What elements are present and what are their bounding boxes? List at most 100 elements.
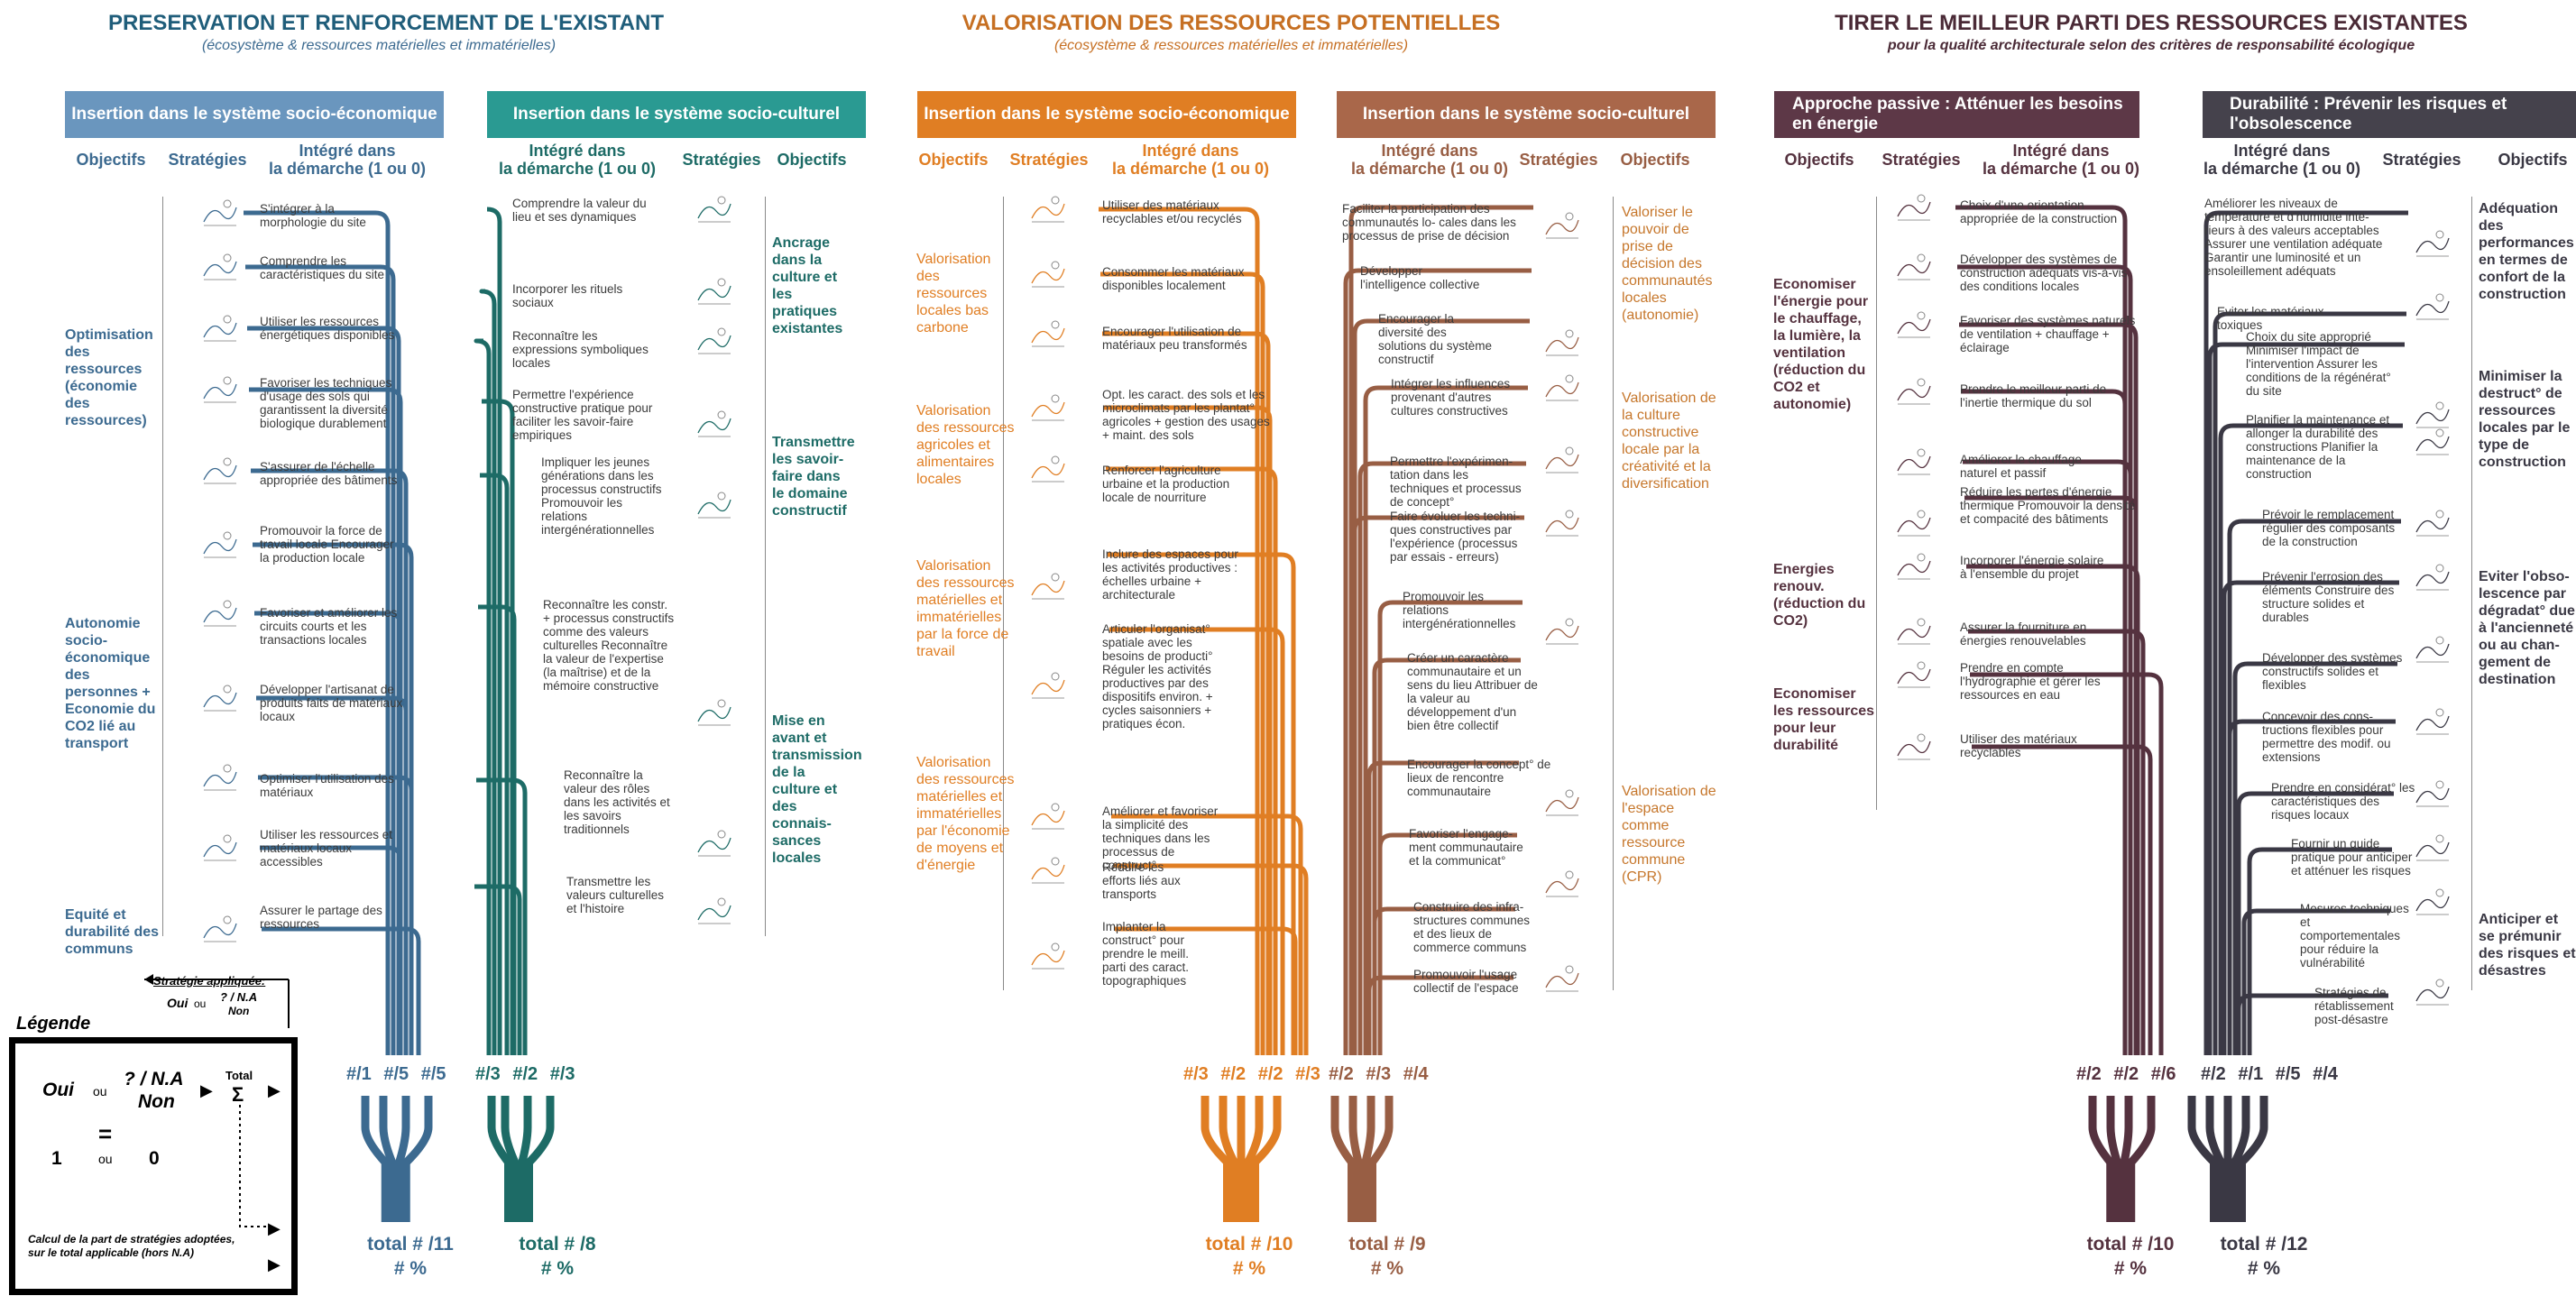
strategy-pictogram-icon (1545, 789, 1579, 816)
legend-ou: ou (93, 1084, 107, 1098)
panel-banner-socio-economique-1: Insertion dans le système socio-économiq… (65, 91, 444, 138)
strategy-item: Prendre le meilleur parti de l'inertie t… (1960, 382, 2107, 409)
strategy-pictogram-icon (1897, 618, 1931, 645)
objective-label: Valorisation des ressources agricoles et… (916, 403, 1015, 487)
strategy-item: Comprendre la valeur du lieu et ses dyna… (512, 197, 647, 224)
strategy-pictogram-icon (697, 897, 731, 924)
flow-trunk (361, 1096, 391, 1219)
objective-subtotals: #/3 #/2 #/3 (475, 1064, 575, 1084)
strategy-pictogram-icon (1031, 196, 1065, 223)
strategy-item: Créer un caractère communautaire et un s… (1407, 651, 1538, 732)
section-subtitle-valorisation: (écosystème & ressources matérielles et … (1053, 38, 1409, 53)
strategy-item: Prévenir l'errosion des éléments Constru… (2262, 570, 2395, 624)
arrow-right-icon: ▶ (268, 1255, 281, 1273)
strategy-pictogram-icon (203, 764, 237, 791)
strategy-item: Favoriser des systèmes naturels de venti… (1960, 314, 2136, 354)
panel-banner-durabilite: Durabilité : Prévenir les risques et l'o… (2203, 91, 2576, 138)
strategy-pictogram-icon (1897, 311, 1931, 338)
strategy-item: S'intégrer à la morphologie du site (260, 202, 366, 229)
strategy-item: Faciliter la participation des communaut… (1342, 202, 1516, 243)
strategy-pictogram-icon (203, 600, 237, 627)
legend-applied-ou: ou (194, 997, 207, 1010)
flow-line (1955, 205, 2128, 1055)
flow-line (1959, 322, 2139, 1055)
strategy-pictogram-icon (203, 685, 237, 712)
objective-label: Valorisation de l'espace comme ressource… (1622, 784, 1716, 885)
arrow-right-icon: ▶ (268, 1081, 281, 1099)
strategy-pictogram-icon (203, 915, 237, 942)
flow-line (262, 926, 421, 1055)
objective-subtotals: #/2 #/1 #/5 #/4 (2201, 1064, 2338, 1084)
flow-trunk (487, 1096, 513, 1219)
flow-line (1968, 629, 2146, 1055)
flow-line (2203, 210, 2408, 1055)
flow-line (2241, 908, 2390, 1055)
strategy-item: Assurer la fourniture en énergies renouv… (1960, 620, 2087, 648)
strategy-item: Permettre l'expérimen-tation dans les te… (1390, 455, 1522, 509)
flow-line (2236, 993, 2388, 1055)
strategy-item: Articuler l'organisat° spatiale avec les… (1102, 622, 1213, 731)
flow-trunk (501, 1096, 520, 1219)
strategy-item: Transmettre les valeurs culturelles et l… (566, 875, 665, 915)
objective-label: Valoriser le pouvoir de prise de décisio… (1622, 205, 1713, 323)
header-strategies: Stratégies (1009, 151, 1089, 169)
strategy-pictogram-icon (697, 278, 731, 305)
strategy-pictogram-icon (203, 531, 237, 558)
total-percent: # % (2113, 1258, 2148, 1279)
strategy-item: Planifier la maintenance et allonger la … (2246, 413, 2390, 481)
strategy-item: Intégrer les influences provenant d'autr… (1391, 377, 1511, 418)
flow-line (479, 289, 497, 1055)
flow-line (2227, 719, 2396, 1055)
flow-line (2236, 791, 2394, 1055)
total-label: total # /10 (1205, 1234, 1293, 1255)
strategy-pictogram-icon (1031, 942, 1065, 970)
flow-line (1372, 657, 1521, 1055)
header-integre-line1: Intégré dans (2012, 142, 2110, 160)
strategy-pictogram-icon (203, 457, 237, 484)
header-strategies: Stratégies (168, 151, 247, 169)
strategy-pictogram-icon (1545, 618, 1579, 645)
flow-line (245, 264, 396, 1055)
strategy-pictogram-icon (1897, 378, 1931, 405)
legend-applied-non: Non (228, 1005, 250, 1017)
strategy-item: Réduire les pertes d'énergie thermique P… (1960, 485, 2136, 526)
strategy-item: Inclure des espaces pour les activités p… (1102, 547, 1238, 602)
flow-line (1348, 205, 1533, 1055)
strategy-item: Encourager l'utilisation de matériaux pe… (1102, 325, 1247, 352)
flow-line (2247, 847, 2392, 1055)
header-integre-line1: Intégré dans (2233, 142, 2331, 160)
flow-line (1964, 495, 2139, 1055)
objective-label: Ancrage dans la culture et les pratiques… (772, 235, 843, 336)
flow-trunk (2088, 1096, 2116, 1219)
panel-total: total # /9# % (1324, 1232, 1450, 1281)
header-strategies: Stratégies (2382, 151, 2461, 169)
strategy-pictogram-icon (2415, 708, 2450, 735)
flow-line (1966, 564, 2140, 1055)
panel-banner-socio-economique-2: Insertion dans le système socio-économiq… (917, 91, 1296, 138)
flow-trunk (1249, 1096, 1282, 1219)
header-integre-line1: Intégré dans (529, 142, 626, 160)
strategy-pictogram-icon (2415, 293, 2450, 320)
total-label: total # /12 (2220, 1234, 2308, 1255)
strategy-item: Favoriser les techniques d'usage des sol… (260, 376, 392, 430)
objectives-divider (2471, 197, 2472, 990)
strategy-pictogram-icon (2415, 230, 2450, 257)
flow-line (476, 777, 528, 1055)
panel-total: total # /8# % (494, 1232, 621, 1281)
strategy-item: Faire évoluer les techni-ques constructi… (1390, 510, 1521, 564)
strategy-item: Construire des infra-structures communes… (1413, 900, 1531, 954)
section-title-tirer-parti: TIRER LE MEILLEUR PARTI DES RESSOURCES E… (1835, 11, 2468, 35)
strategy-item: Développer l'artisanat de produits faits… (260, 683, 403, 723)
strategy-pictogram-icon (1545, 212, 1579, 239)
legend-one: 1 (51, 1148, 62, 1169)
total-label: total # /11 (367, 1234, 454, 1255)
strategy-item: Améliorer les niveaux de température et … (2204, 197, 2383, 278)
strategy-pictogram-icon (203, 315, 237, 342)
strategy-pictogram-icon (1545, 870, 1579, 897)
strategy-pictogram-icon (1031, 573, 1065, 600)
strategy-item: Opt. les caract. des sols et les microcl… (1102, 388, 1270, 442)
strategy-pictogram-icon (2415, 780, 2450, 807)
legend-sigma: Σ (232, 1083, 244, 1106)
